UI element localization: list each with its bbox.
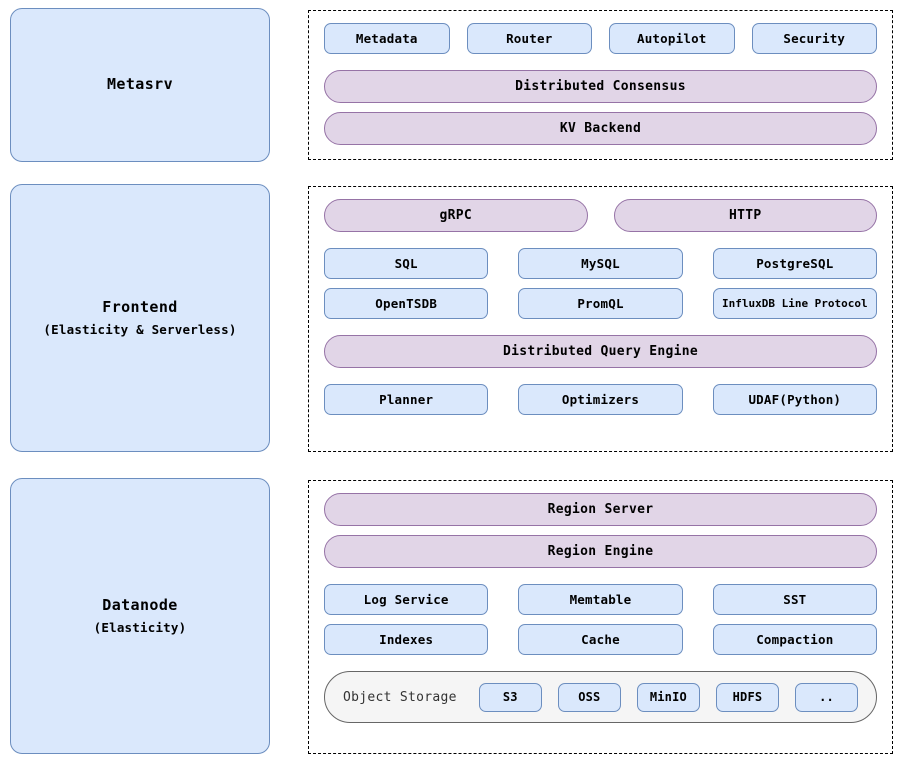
metasrv-component-card[interactable]: Metasrv [10, 8, 270, 162]
object-storage-backend-s3[interactable]: S3 [478, 682, 542, 712]
frontend-distributed-query-engine[interactable]: Distributed Query Engine [324, 335, 877, 368]
datanode-panel: Region Server Region Engine Log Service … [308, 480, 893, 754]
metasrv-kv-backend-row: KV Backend [324, 112, 877, 145]
object-storage-label: Object Storage [343, 689, 457, 705]
datanode-component-card[interactable]: Datanode (Elasticity) [10, 478, 270, 754]
datanode-object-storage-row: Object Storage S3 OSS MinIO HDFS .. [324, 671, 877, 723]
frontend-subtitle: (Elasticity & Serverless) [43, 321, 237, 337]
datanode-cache[interactable]: Cache [518, 624, 683, 655]
datanode-storage-row-2: Indexes Cache Compaction [324, 624, 877, 655]
metasrv-distributed-consensus[interactable]: Distributed Consensus [324, 70, 877, 103]
object-storage-backend-hdfs[interactable]: HDFS [715, 682, 779, 712]
datanode-subtitle: (Elasticity) [93, 619, 187, 635]
metasrv-services-row: Metadata Router Autopilot Security [324, 23, 877, 54]
object-storage-backends: S3 OSS MinIO HDFS .. [478, 682, 859, 712]
metasrv-title: Metasrv [106, 75, 173, 94]
frontend-interfaces-row-2: OpenTSDB PromQL InfluxDB Line Protocol [324, 288, 877, 319]
metasrv-kv-backend[interactable]: KV Backend [324, 112, 877, 145]
metasrv-section: Metasrv Metadata Router Autopilot Securi… [0, 8, 903, 162]
frontend-interface-mysql[interactable]: MySQL [518, 248, 683, 279]
frontend-interface-sql[interactable]: SQL [324, 248, 489, 279]
object-storage-backend-minio[interactable]: MinIO [636, 682, 700, 712]
frontend-title: Frontend [102, 298, 178, 317]
datanode-memtable[interactable]: Memtable [518, 584, 683, 615]
frontend-interface-promql[interactable]: PromQL [518, 288, 683, 319]
frontend-engine-optimizers[interactable]: Optimizers [518, 384, 683, 415]
frontend-engine-planner[interactable]: Planner [324, 384, 489, 415]
datanode-sst[interactable]: SST [712, 584, 877, 615]
datanode-region-server-row: Region Server [324, 493, 877, 526]
frontend-section: Frontend (Elasticity & Serverless) gRPC … [0, 184, 903, 452]
datanode-storage-row-1: Log Service Memtable SST [324, 584, 877, 615]
frontend-interface-influxdb-line-protocol[interactable]: InfluxDB Line Protocol [712, 288, 877, 319]
metasrv-consensus-row: Distributed Consensus [324, 70, 877, 103]
datanode-indexes[interactable]: Indexes [324, 624, 489, 655]
metasrv-panel: Metadata Router Autopilot Security Distr… [308, 10, 893, 160]
frontend-protocol-http[interactable]: HTTP [613, 199, 877, 232]
metasrv-service-autopilot[interactable]: Autopilot [609, 23, 735, 54]
metasrv-service-metadata[interactable]: Metadata [324, 23, 450, 54]
frontend-protocols-row: gRPC HTTP [324, 199, 877, 232]
datanode-title: Datanode [102, 596, 178, 615]
metasrv-service-router[interactable]: Router [466, 23, 592, 54]
datanode-compaction[interactable]: Compaction [712, 624, 877, 655]
frontend-component-card[interactable]: Frontend (Elasticity & Serverless) [10, 184, 270, 452]
object-storage-backend-oss[interactable]: OSS [557, 682, 621, 712]
datanode-log-service[interactable]: Log Service [324, 584, 489, 615]
frontend-query-engine-row: Distributed Query Engine [324, 335, 877, 368]
frontend-protocol-grpc[interactable]: gRPC [324, 199, 588, 232]
datanode-region-engine[interactable]: Region Engine [324, 535, 877, 568]
frontend-engine-udaf-python[interactable]: UDAF(Python) [712, 384, 877, 415]
datanode-region-engine-row: Region Engine [324, 535, 877, 568]
frontend-interfaces-row-1: SQL MySQL PostgreSQL [324, 248, 877, 279]
frontend-panel: gRPC HTTP SQL MySQL PostgreSQL OpenTSDB … [308, 186, 893, 452]
datanode-region-server[interactable]: Region Server [324, 493, 877, 526]
datanode-section: Datanode (Elasticity) Region Server Regi… [0, 478, 903, 754]
object-storage-backend-more[interactable]: .. [794, 682, 859, 712]
metasrv-service-security[interactable]: Security [751, 23, 877, 54]
frontend-interface-postgresql[interactable]: PostgreSQL [712, 248, 877, 279]
frontend-interface-opentsdb[interactable]: OpenTSDB [324, 288, 489, 319]
frontend-engine-parts-row: Planner Optimizers UDAF(Python) [324, 384, 877, 415]
object-storage-container: Object Storage S3 OSS MinIO HDFS .. [324, 671, 877, 723]
